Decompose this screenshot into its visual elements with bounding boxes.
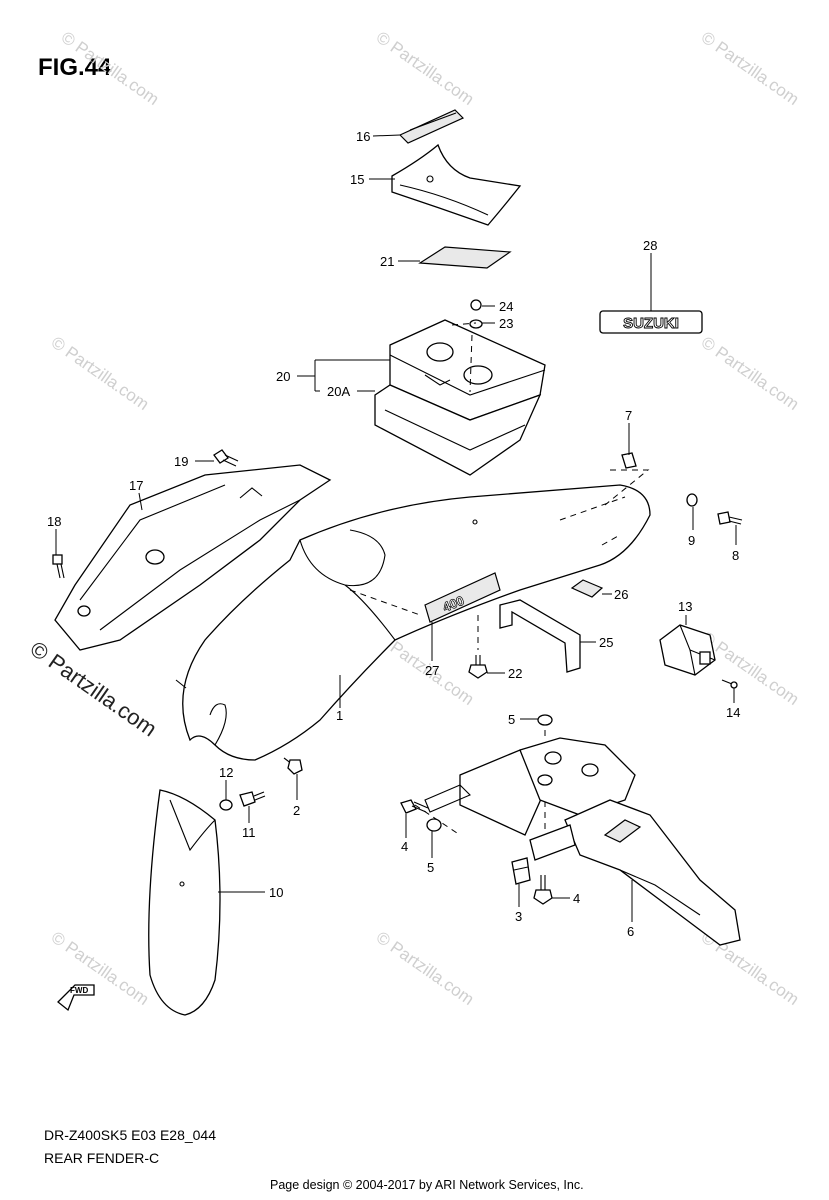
callout-18: 18 bbox=[47, 514, 61, 529]
watermark-text: © Partzilla.com bbox=[373, 28, 478, 109]
callout-20: 20 bbox=[276, 369, 290, 384]
callout-9: 9 bbox=[688, 533, 695, 548]
callout-13: 13 bbox=[678, 599, 692, 614]
part-19-bolt bbox=[213, 449, 239, 467]
callout-8: 8 bbox=[732, 548, 739, 563]
callout-16: 16 bbox=[356, 129, 370, 144]
part-3-clip bbox=[511, 857, 531, 885]
watermark-text: © Partzilla.com bbox=[373, 928, 478, 1009]
part-7-clip bbox=[621, 452, 637, 469]
part-15-tool-bag bbox=[391, 143, 522, 226]
part-22-bolt bbox=[468, 655, 488, 679]
fwd-label: FWD bbox=[70, 986, 88, 995]
callout-25: 25 bbox=[599, 635, 613, 650]
watermark-text: © Partzilla.com bbox=[58, 28, 163, 109]
callout-3: 3 bbox=[515, 909, 522, 924]
callout-19: 19 bbox=[174, 454, 188, 469]
section-name: REAR FENDER-C bbox=[44, 1150, 160, 1166]
fwd-arrow-icon: FWD bbox=[57, 984, 95, 1012]
callout-5-lower: 5 bbox=[427, 860, 434, 875]
footer-copyright: Page design © 2004-2017 by ARI Network S… bbox=[270, 1178, 584, 1192]
part-6-fender-bracket bbox=[424, 737, 741, 946]
callout-10: 10 bbox=[269, 885, 283, 900]
part-14-screw bbox=[721, 679, 738, 689]
part-4-bolt bbox=[400, 799, 429, 814]
callout-labels: 16 15 21 28 24 23 20 20A 7 19 17 18 9 8 … bbox=[47, 129, 740, 939]
part-13-relay bbox=[659, 624, 716, 676]
callout-24: 24 bbox=[499, 299, 513, 314]
watermark-text: © Partzilla.com bbox=[48, 333, 153, 414]
part-24-nut bbox=[470, 299, 482, 311]
part-5-collar bbox=[537, 714, 553, 726]
part-5-collar-lower bbox=[426, 818, 442, 832]
callout-7: 7 bbox=[625, 408, 632, 423]
part-2-bolt bbox=[283, 757, 303, 775]
part-17-side-cover bbox=[54, 464, 332, 651]
callout-11: 11 bbox=[242, 825, 256, 840]
callout-27: 27 bbox=[425, 663, 439, 678]
callout-17: 17 bbox=[129, 478, 143, 493]
part-25-grip-handle bbox=[499, 599, 581, 673]
callout-22: 22 bbox=[508, 666, 522, 681]
part-10-mud-flap bbox=[148, 789, 221, 1016]
watermark-text: © Partzilla.com bbox=[698, 333, 803, 414]
callout-21: 21 bbox=[380, 254, 394, 269]
part-16-strap bbox=[398, 109, 465, 144]
callout-15: 15 bbox=[350, 172, 364, 187]
figure-title: FIG.44 bbox=[38, 54, 112, 81]
part-4-bolt-lower bbox=[533, 875, 553, 905]
part-28-brand-decal: SUZUKI bbox=[599, 310, 703, 334]
model-code: DR-Z400SK5 E03 E28_044 bbox=[44, 1127, 216, 1143]
callout-2: 2 bbox=[293, 803, 300, 818]
part-9-washer bbox=[686, 493, 698, 507]
brand-decal-text: SUZUKI bbox=[623, 315, 679, 332]
callout-26: 26 bbox=[614, 587, 628, 602]
part-26-pad bbox=[570, 579, 604, 598]
part-12-washer bbox=[219, 799, 233, 811]
callout-4: 4 bbox=[401, 839, 408, 854]
callout-6: 6 bbox=[627, 924, 634, 939]
callout-20a: 20A bbox=[327, 384, 350, 399]
watermark-text: © Partzilla.com bbox=[698, 628, 803, 709]
part-21-pad bbox=[418, 246, 512, 269]
part-18-bolt bbox=[52, 554, 65, 579]
callout-4-lower: 4 bbox=[573, 891, 580, 906]
watermark-text: © Partzilla.com bbox=[698, 28, 803, 109]
callout-23: 23 bbox=[499, 316, 513, 331]
part-23-washer bbox=[469, 319, 483, 329]
part-11-bolt bbox=[239, 791, 266, 807]
part-8-bolt bbox=[717, 511, 743, 525]
part-1-rear-fender bbox=[175, 484, 651, 761]
leader-lines bbox=[55, 134, 737, 922]
callout-5: 5 bbox=[508, 712, 515, 727]
callout-1: 1 bbox=[336, 708, 343, 723]
callout-12: 12 bbox=[219, 765, 233, 780]
part-20a-battery-tray bbox=[374, 384, 542, 476]
callout-14: 14 bbox=[726, 705, 740, 720]
callout-28: 28 bbox=[643, 238, 657, 253]
